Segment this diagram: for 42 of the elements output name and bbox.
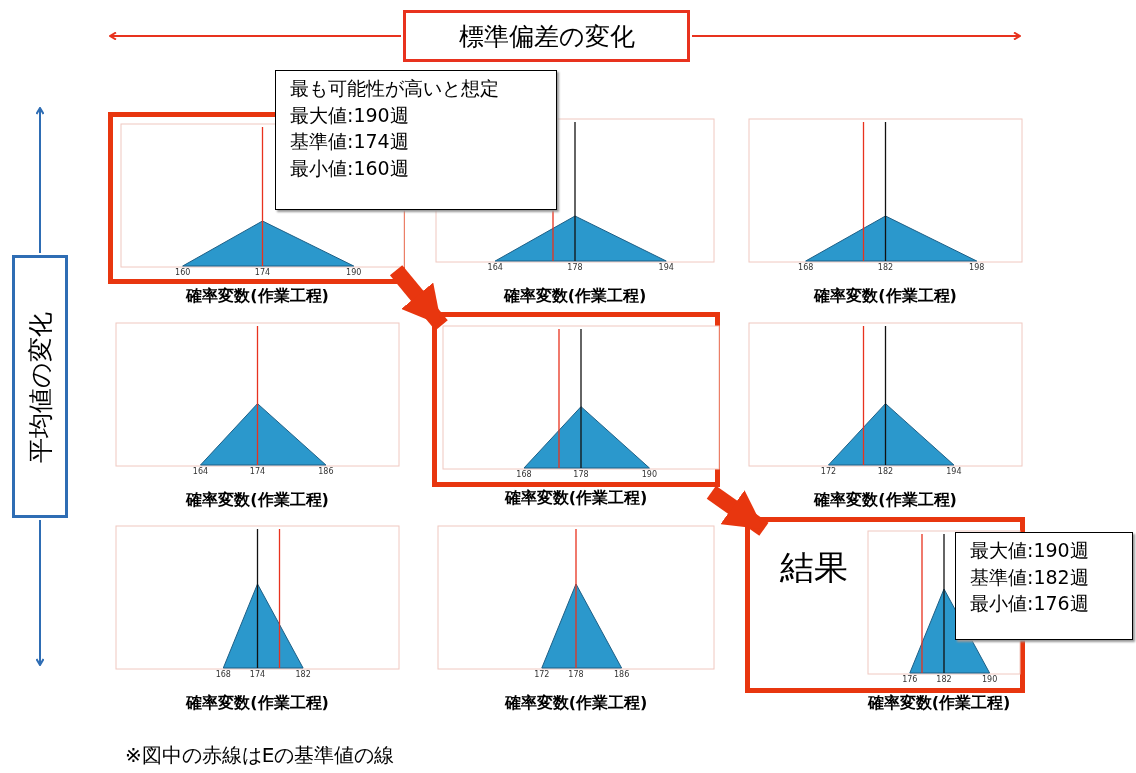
tick-label: 186 [317,468,335,476]
tick-label: 190 [345,269,363,277]
tick-label: 186 [612,671,631,679]
tick-label: 160 [174,269,192,277]
tick-label: 176 [901,676,919,684]
tick-label: 182 [294,671,312,679]
tick-label: 190 [640,471,659,479]
tick-label: 164 [191,468,210,476]
tick-label: 178 [566,264,584,272]
tick-label: 168 [515,471,533,479]
note: ※図中の赤線はEの基準値の線 [125,745,395,765]
axis-caption: 確率変数(作業工程) [503,695,649,711]
axis-caption: 確率変数(作業工程) [502,288,648,304]
heading-box: 標準偏差の変化 [403,10,690,62]
axis-caption: 確率変数(作業工程) [185,288,330,304]
tick-label: 190 [980,676,999,684]
tick-label: 174 [253,269,272,277]
tick-label: 174 [248,468,267,476]
tick-label: 174 [248,671,267,679]
tick-label: 172 [819,468,838,476]
axis-caption: 確率変数(作業工程) [503,490,649,506]
axis-caption: 確率変数(作業工程) [866,695,1012,711]
tick-label: 178 [572,471,590,479]
tick-label: 182 [935,676,953,684]
tick-label: 198 [968,264,986,272]
tick-label: 182 [876,468,895,476]
tick-label: 178 [567,671,585,679]
callout-tooltip: 最も可能性が高いと想定 最大値:190週 基準値:174週 最小値:160週 [275,70,557,210]
tick-label: 172 [533,671,551,679]
axis-caption: 確率変数(作業工程) [813,288,958,304]
tick-label: 182 [876,264,895,272]
tick-label: 168 [214,671,232,679]
axis-label-box: 平均値の変化 [12,255,68,518]
tick-label: 164 [486,264,504,272]
tick-label: 194 [657,264,675,272]
result-label: 結果 [780,550,848,584]
callout-tooltip: 最大値:190週 基準値:182週 最小値:176週 [955,532,1133,640]
tick-label: 168 [797,264,815,272]
tick-label: 194 [945,468,963,476]
axis-caption: 確率変数(作業工程) [185,492,330,508]
axis-caption: 確率変数(作業工程) [185,695,330,711]
axis-caption: 確率変数(作業工程) [813,492,958,508]
